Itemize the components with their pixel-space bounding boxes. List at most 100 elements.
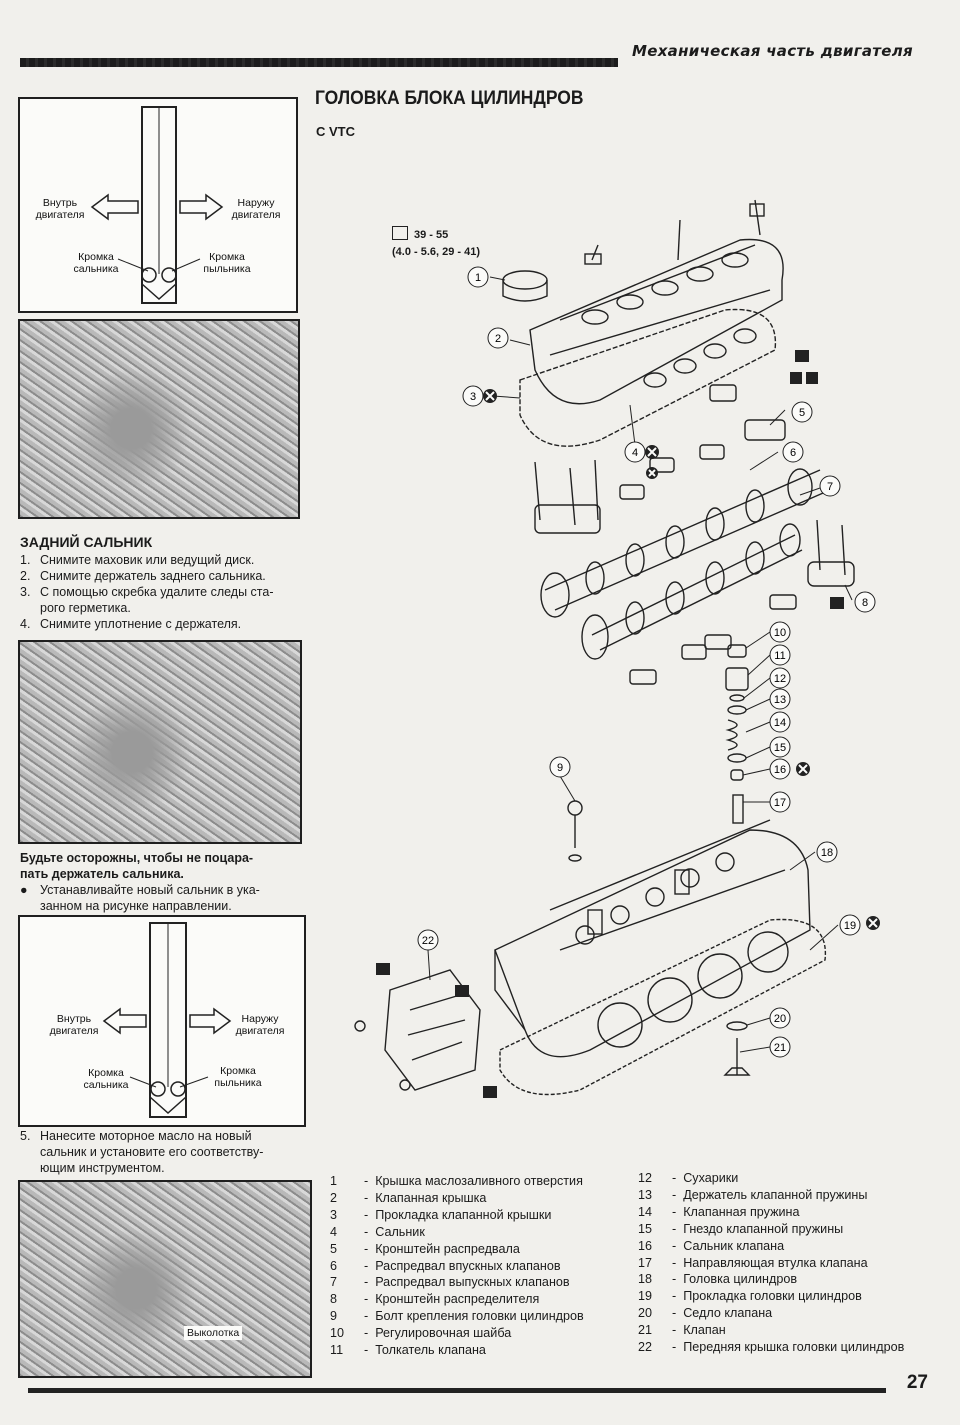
sealant-icon — [830, 597, 844, 609]
replace-icon — [646, 467, 658, 479]
svg-text:1: 1 — [475, 272, 481, 284]
page-number: 27 — [906, 1372, 928, 1393]
replace-icon — [483, 389, 497, 403]
callout-1: 1 — [467, 266, 489, 288]
parts-list-left: 1- Крышка маслозаливного отверстия 2- Кл… — [330, 1173, 584, 1359]
callout-3: 3 — [462, 385, 484, 407]
replace-icon — [796, 762, 810, 776]
header-bar — [20, 58, 618, 67]
part-item: 7- Распредвал выпускных клапанов — [330, 1275, 570, 1290]
svg-text:12: 12 — [774, 673, 786, 685]
rear-seal-steps: 1.Снимите маховик или ведущий диск. 2.Сн… — [20, 552, 306, 632]
step-2: 2.Снимите держатель заднего сальника. — [20, 569, 266, 583]
label-dust-lip-2: Кромка пыльника — [214, 1065, 262, 1089]
part-item: 1- Крышка маслозаливного отверстия — [330, 1174, 583, 1188]
part-item: 8- Кронштейн распределителя — [330, 1292, 540, 1307]
label-inside-engine-2: Внутрь двигателя — [49, 1013, 99, 1037]
part-item: 21- Клапан — [638, 1323, 726, 1338]
seal-direction-diagram-2 — [102, 922, 232, 1118]
callout-16: 16 — [769, 758, 791, 780]
warning-text: Будьте осторожны, чтобы не поцара- пать … — [20, 851, 254, 881]
page-title: ГОЛОВКА БЛОКА ЦИЛИНДРОВ — [315, 88, 584, 109]
callout-6: 6 — [782, 441, 804, 463]
part-item: 16- Сальник клапана — [638, 1238, 785, 1253]
photo-seal-install — [18, 1180, 312, 1378]
svg-text:15: 15 — [774, 742, 786, 754]
torque-spec: 39 - 55 (4.0 - 5.6, 29 - 41) — [392, 226, 480, 261]
svg-text:14: 14 — [774, 717, 786, 729]
part-item: 13- Держатель клапанной пружины — [638, 1187, 868, 1202]
svg-text:20: 20 — [774, 1013, 786, 1025]
svg-text:21: 21 — [774, 1042, 786, 1054]
parts-list-right: 12- Сухарики 13- Держатель клапанной пру… — [638, 1170, 904, 1356]
svg-text:17: 17 — [774, 797, 786, 809]
callout-11: 11 — [769, 644, 791, 666]
part-item: 6- Распредвал впускных клапанов — [330, 1258, 561, 1273]
svg-text:19: 19 — [844, 920, 856, 932]
svg-text:13: 13 — [774, 694, 786, 706]
callout-15: 15 — [769, 736, 791, 758]
svg-text:11: 11 — [774, 650, 785, 662]
callout-9: 9 — [549, 756, 571, 778]
label-seal-lip-2: Кромка сальника — [83, 1067, 129, 1091]
section-header: Механическая часть двигателя — [632, 42, 913, 60]
sealant-icon — [790, 372, 802, 384]
callout-17: 17 — [769, 791, 791, 813]
part-item: 15- Гнездо клапанной пружины — [638, 1221, 844, 1236]
svg-text:9: 9 — [557, 762, 563, 774]
install-note: ●Устанавливайте новый сальник в ука- зан… — [20, 883, 260, 913]
callout-22: 22 — [417, 929, 439, 951]
part-item: 17- Направляющая втулка клапана — [638, 1255, 868, 1270]
callout-12: 12 — [769, 667, 791, 689]
part-item: 18- Головка цилиндров — [638, 1272, 798, 1287]
figure-seal-direction-bottom: Внутрь двигателя Наружу двигателя Кромка… — [18, 915, 306, 1127]
step-3-cont: рого герметика. — [40, 601, 131, 615]
callout-8: 8 — [854, 591, 876, 613]
svg-text:4: 4 — [632, 447, 638, 459]
replace-markers — [483, 389, 880, 930]
svg-text:6: 6 — [790, 447, 796, 459]
part-callouts: 1 2 3 4 5 6 7 8 9 10 11 12 13 14 15 16 1… — [417, 266, 876, 1058]
seal-direction-diagram — [90, 106, 224, 304]
replace-icon — [866, 916, 880, 930]
callout-20: 20 — [769, 1007, 791, 1029]
torque-wrench-icon — [392, 226, 408, 240]
part-item: 5- Кронштейн распредвала — [330, 1241, 520, 1256]
part-item: 19- Прокладка головки цилиндров — [638, 1289, 862, 1304]
svg-text:7: 7 — [827, 481, 833, 493]
svg-text:18: 18 — [821, 847, 833, 859]
exploded-cylinder-head-diagram: 1 2 3 4 5 6 7 8 9 10 11 12 13 14 15 16 1… — [354, 199, 880, 1098]
part-item: 11- Толкатель клапана — [330, 1343, 486, 1358]
part-item: 12- Сухарики — [638, 1171, 739, 1185]
page-subtitle: С VTC — [316, 124, 355, 139]
svg-text:16: 16 — [774, 764, 786, 776]
part-item: 14- Клапанная пружина — [638, 1204, 800, 1219]
part-item: 4- Сальник — [330, 1224, 425, 1239]
callout-14: 14 — [769, 711, 791, 733]
step-3: 3.С помощью скребка удалите следы ста- — [20, 585, 274, 599]
label-outside-engine-2: Наружу двигателя — [235, 1013, 285, 1037]
callout-5: 5 — [791, 401, 813, 423]
sealant-icon — [455, 985, 469, 997]
callout-2: 2 — [487, 327, 509, 349]
sealant-icon — [483, 1086, 497, 1098]
step-1: 1.Снимите маховик или ведущий диск. — [20, 553, 255, 567]
sealant-icon — [376, 963, 390, 975]
svg-text:8: 8 — [862, 597, 868, 609]
footer-bar — [28, 1388, 886, 1393]
label-outside-engine: Наружу двигателя — [231, 197, 281, 221]
svg-text:5: 5 — [799, 407, 805, 419]
part-item: 22- Передняя крышка головки цилиндров — [638, 1340, 905, 1355]
part-item: 3- Прокладка клапанной крышки — [330, 1207, 552, 1222]
replace-icon — [645, 445, 659, 459]
sealant-icon — [795, 350, 809, 362]
label-seal-lip: Кромка сальника — [73, 251, 119, 275]
callout-13: 13 — [769, 688, 791, 710]
callout-19: 19 — [839, 914, 861, 936]
photo-seal-removal — [18, 319, 300, 519]
label-inside-engine: Внутрь двигателя — [35, 197, 85, 221]
bullet-icon: ● — [20, 883, 28, 897]
sealant-markers — [376, 350, 844, 1098]
photo-seal-retainer — [18, 640, 302, 844]
step-4: 4.Снимите уплотнение с держателя. — [20, 617, 242, 631]
